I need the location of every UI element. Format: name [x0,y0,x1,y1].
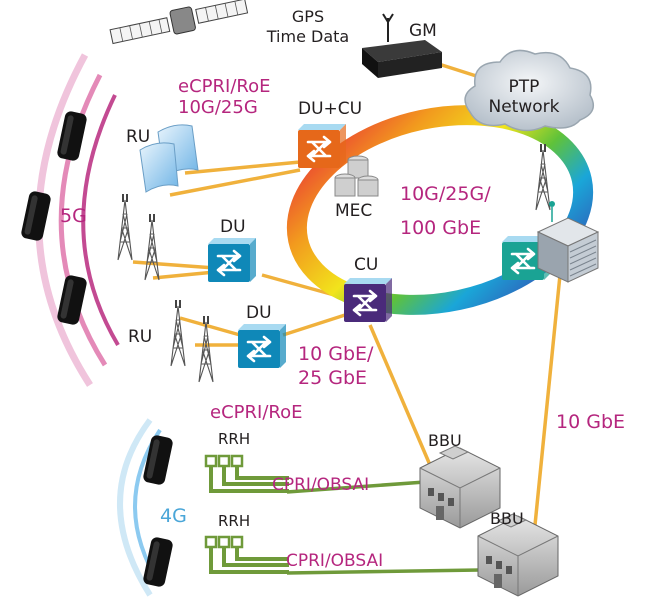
ring-speed-line1: 10G/25G/ [400,183,491,205]
rrh-label-2: RRH [218,512,250,530]
gm-label: GM [409,21,437,41]
switch-icon-du-cu [296,122,348,170]
du-label-1: DU [220,217,246,237]
ptp-label-line1: PTP [509,77,540,97]
ecpri-top-line1: eCPRI/RoE [178,76,270,97]
mec-label: MEC [335,201,372,221]
switch-icon-du-1 [206,236,258,284]
gm-server-icon [362,13,442,78]
bbu-label-1: BBU [428,431,462,450]
five-g-label: 5G [60,205,87,227]
ecpri-bottom-label: eCPRI/RoE [210,402,302,423]
cloud-icon [464,49,595,132]
gbe-25-line1: 10 GbE/ [298,343,374,365]
cu-label: CU [354,255,378,275]
server-stack-icon [536,201,600,283]
cpri-label-1: CPRI/OBSAI [272,475,369,495]
four-g-label: 4G [160,505,187,527]
gps-label-line1: GPS [292,7,324,26]
ru-top-label: RU [126,127,150,147]
ten-gbe-label: 10 GbE [556,411,625,433]
cpri-label-2: CPRI/OBSAI [286,551,383,571]
ru-bottom-label: RU [128,327,152,347]
fiber-ring [286,105,594,315]
gps-label-line2: Time Data [266,27,349,46]
ru-panel-icon [139,124,199,193]
green-cpri-links [286,480,481,575]
building-icon [419,445,559,597]
ring-speed-line2: 100 GbE [400,217,481,239]
du-label-2: DU [246,303,272,323]
gbe-25-line2: 25 GbE [298,367,367,389]
du-cu-label: DU+CU [298,99,362,119]
rrh-label-1: RRH [218,430,250,448]
switch-icon-cu [342,276,394,324]
satellite-icon [109,0,249,45]
mec-server-icon [334,155,379,197]
bbu-label-2: BBU [490,509,524,528]
ptp-label-line2: Network [489,97,560,117]
ecpri-top-line2: 10G/25G [178,97,258,118]
switch-icon-du-2 [236,322,288,370]
